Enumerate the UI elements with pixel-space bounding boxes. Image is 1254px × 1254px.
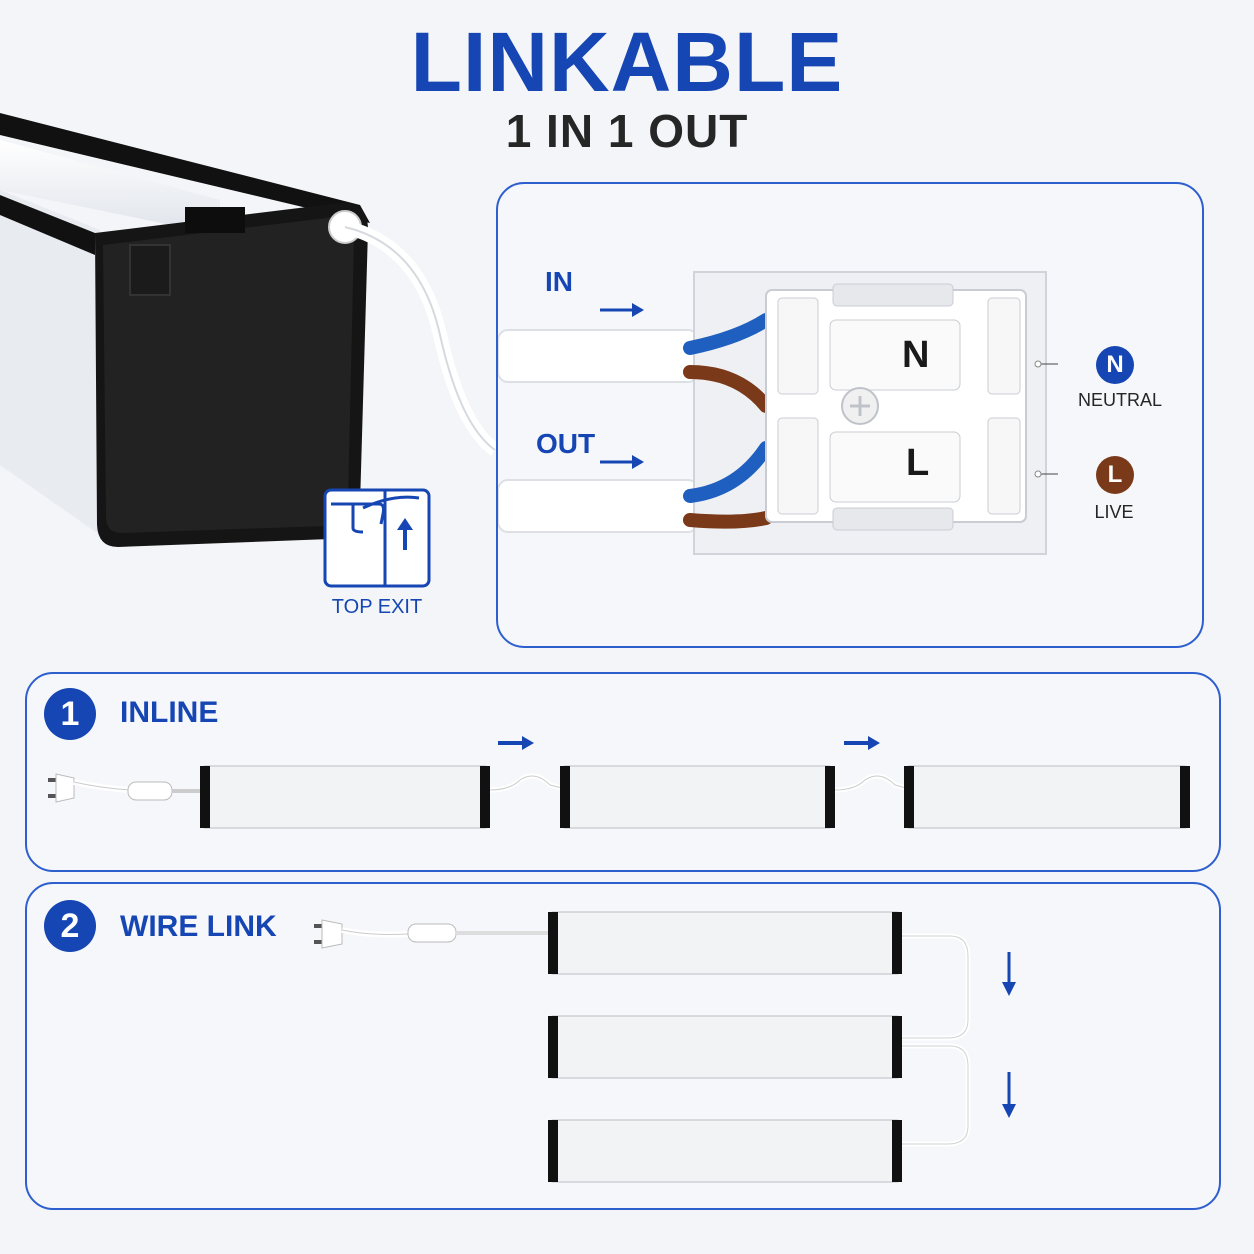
inline-diagram	[48, 736, 1190, 829]
switch-icon	[407, 923, 457, 943]
wire-link-number-badge: 2	[44, 900, 96, 952]
arrow-right-icon	[600, 455, 644, 469]
light-bar-endcap-image	[0, 113, 500, 547]
in-label: IN	[545, 266, 573, 297]
arrow-down-icon	[1002, 952, 1016, 996]
light-bar-3	[548, 1119, 902, 1183]
arrow-right-icon	[498, 736, 534, 750]
l-terminal-mark: L	[906, 442, 930, 484]
inline-number-badge: 1	[44, 688, 96, 740]
inline-label: INLINE	[120, 696, 219, 729]
wire-link-diagram	[314, 911, 1016, 1183]
live-badge: L	[1096, 456, 1134, 494]
arrow-right-icon	[600, 303, 644, 317]
arrow-down-icon	[1002, 1072, 1016, 1118]
switch-icon	[127, 781, 173, 801]
plug-icon	[314, 919, 409, 949]
live-label: LIVE	[1094, 502, 1134, 522]
arrow-right-icon	[844, 736, 880, 750]
light-bar-3	[904, 765, 1190, 829]
wire-link-label: WIRE LINK	[120, 910, 277, 943]
page-title: LINKABLE	[410, 15, 844, 109]
light-bar-2	[548, 1015, 902, 1079]
neutral-badge: N	[1096, 346, 1134, 384]
top-exit-icon	[323, 488, 431, 588]
light-bar-1	[200, 765, 490, 829]
neutral-label: NEUTRAL	[1077, 390, 1162, 410]
light-bar-1	[548, 911, 902, 975]
light-bar-2	[560, 765, 835, 829]
page-subtitle: 1 IN 1 OUT	[505, 105, 749, 157]
terminal-block-diagram	[498, 271, 1058, 555]
plug-icon	[48, 773, 131, 803]
out-label: OUT	[536, 428, 596, 459]
top-exit-label: TOP EXIT	[331, 596, 423, 618]
n-terminal-mark: N	[902, 334, 930, 376]
